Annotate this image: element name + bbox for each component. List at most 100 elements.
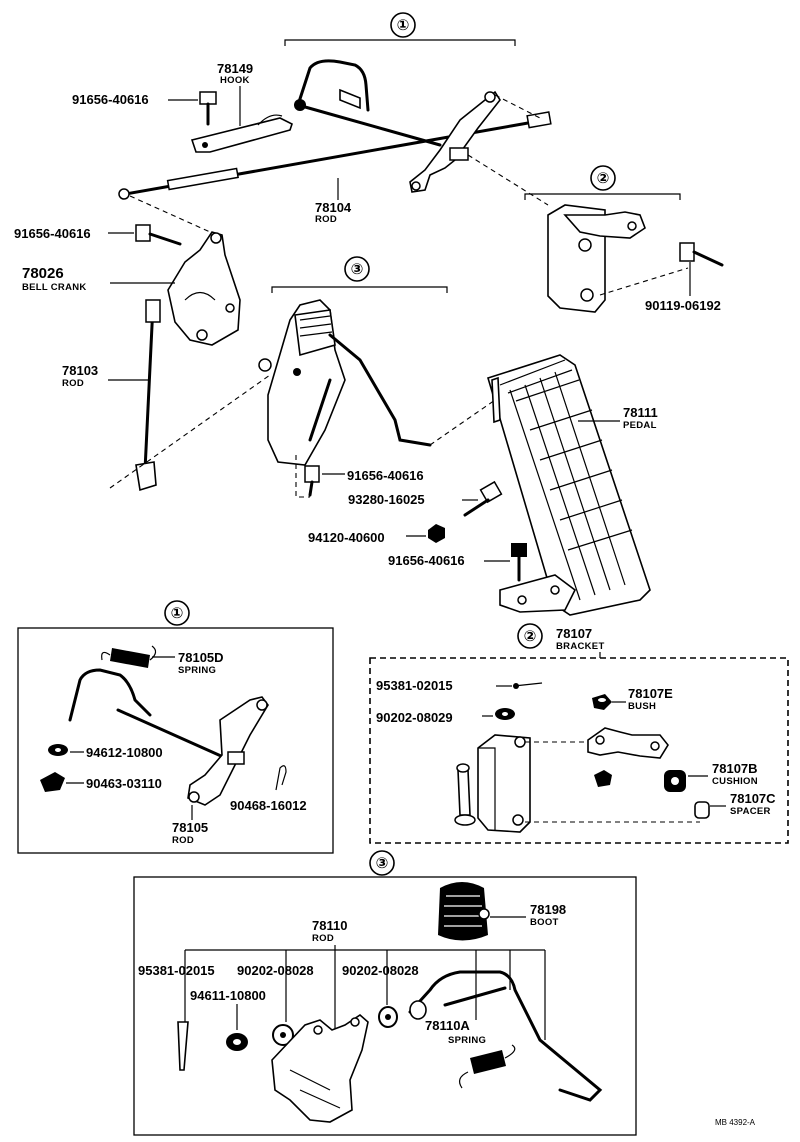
panel1-rod-name: ROD [172, 835, 194, 846]
bolt-bracket [679, 242, 724, 267]
bell-crank-number: 78026 [22, 265, 64, 282]
panel3-washer1-part [272, 1024, 294, 1046]
bolt-hook-label: 91656-40616 [72, 92, 149, 107]
panel3-cotter-part [177, 1021, 189, 1071]
panel3-washer2-label: 90202-08028 [342, 963, 419, 978]
group-1-marker-top: ① [284, 12, 516, 46]
panel2-cotter [513, 682, 543, 689]
panel2-bracket-part [477, 734, 531, 833]
panel2-bush-name: BUSH [628, 701, 656, 712]
panel3-boot-number: 78198 [530, 902, 566, 917]
rod-78104-name: ROD [315, 214, 337, 225]
pedal-number: 78111 [623, 405, 658, 420]
bell-crank-name: BELL CRANK [22, 282, 87, 293]
pedal-name: PEDAL [623, 420, 657, 431]
panel-2-box [369, 657, 789, 844]
svg-text:①: ① [171, 605, 184, 622]
bolt-bellcrank [135, 224, 182, 246]
nut-label: 94120-40600 [308, 530, 385, 545]
panel2-small-nut [594, 770, 612, 787]
svg-text:②: ② [597, 170, 610, 187]
panel-1-box [17, 627, 334, 854]
bolt-lever-label: 91656-40616 [347, 468, 424, 483]
bracket-assembly-top [547, 204, 646, 313]
hook-number: 78149 [217, 61, 253, 76]
panel2-spacer [694, 801, 710, 819]
panel1-spring-number: 78105D [178, 650, 224, 665]
dash-3 [129, 195, 211, 233]
rod-78103 [135, 299, 161, 492]
panel3-washer3-part [226, 1033, 248, 1051]
dash-2 [467, 154, 549, 206]
group-3-marker-top: ③ [271, 256, 448, 293]
panel1-washer [48, 744, 68, 756]
panel2-spacer-number: 78107C [730, 791, 776, 806]
pedal-lever-assembly [258, 299, 432, 466]
panel1-clip-label: 90463-03110 [86, 776, 162, 791]
panel-3-box [133, 876, 637, 1136]
panel2-bracket-name: BRACKET [556, 641, 605, 652]
panel1-rod [68, 668, 269, 806]
rod-78104 [118, 111, 552, 200]
panel2-spacer-name: SPACER [730, 806, 771, 817]
panel3-rod-number: 78110 [312, 918, 347, 933]
hook-name: HOOK [220, 75, 250, 86]
panel3-boot [438, 882, 490, 941]
panel3-spring-part [458, 1044, 516, 1089]
panel1-spring-name: SPRING [178, 665, 216, 676]
panel2-bracket-number: 78107 [556, 626, 592, 641]
panel2-cushion-number: 78107B [712, 761, 758, 776]
panel2-lever [587, 727, 669, 759]
panel2-pin [454, 763, 476, 826]
group-2-marker-top: ② [524, 165, 681, 200]
pedal-part [487, 354, 651, 616]
nut-part [428, 524, 445, 543]
bolt-2 [463, 480, 503, 517]
bolt-bellcrank-label: 91656-40616 [14, 226, 91, 241]
panel3-washer1-label: 90202-08028 [237, 963, 314, 978]
panel3-washer3-label: 94611-10800 [190, 988, 266, 1003]
footer-code: MB 4392-A [715, 1118, 756, 1127]
panel3-cotter-label: 95381-02015 [138, 963, 215, 978]
panel3-spring-name: SPRING [448, 1035, 486, 1046]
group-2-marker-panel: ② [517, 623, 543, 649]
panel1-rod-number: 78105 [172, 820, 208, 835]
bolt-2-label: 93280-16025 [348, 492, 425, 507]
rod-78103-number: 78103 [62, 363, 98, 378]
upper-linkage [294, 59, 501, 193]
panel2-washer [495, 708, 515, 720]
bolt-hook [199, 91, 217, 126]
svg-text:②: ② [524, 628, 537, 645]
bolt-pedal [511, 543, 527, 582]
svg-text:③: ③ [376, 855, 389, 872]
svg-text:③: ③ [351, 261, 364, 278]
hook-part [190, 114, 293, 153]
bolt-bracket-label: 90119-06192 [645, 298, 721, 313]
panel1-pin [275, 765, 287, 791]
panel1-washer-label: 94612-10800 [86, 745, 163, 760]
rod-78104-number: 78104 [315, 200, 352, 215]
group-3-marker-panel: ③ [369, 850, 395, 876]
panel3-lever [271, 1013, 369, 1123]
panel2-cushion [664, 770, 686, 792]
panel2-washer-label: 90202-08029 [376, 710, 453, 725]
bolt-lever [304, 465, 320, 497]
panel2-cotter-label: 95381-02015 [376, 678, 453, 693]
bolt-pedal-label: 91656-40616 [388, 553, 465, 568]
group-1-marker-panel: ① [164, 600, 190, 626]
panel3-washer2-part [378, 1006, 398, 1028]
panel2-bush-number: 78107E [628, 686, 673, 701]
panel1-pin-label: 90468-16012 [230, 798, 307, 813]
rod-78103-name: ROD [62, 378, 84, 389]
panel3-spring-number: 78110A [425, 1018, 470, 1033]
bell-crank [167, 231, 241, 346]
svg-text:①: ① [397, 17, 410, 34]
panel1-clip [40, 772, 65, 792]
panel2-cushion-name: CUSHION [712, 776, 758, 787]
panel3-rod-part [408, 970, 603, 1102]
panel3-rod-name: ROD [312, 933, 334, 944]
panel1-spring [101, 645, 157, 668]
panel3-boot-name: BOOT [530, 917, 559, 928]
panel2-bush [592, 694, 612, 710]
